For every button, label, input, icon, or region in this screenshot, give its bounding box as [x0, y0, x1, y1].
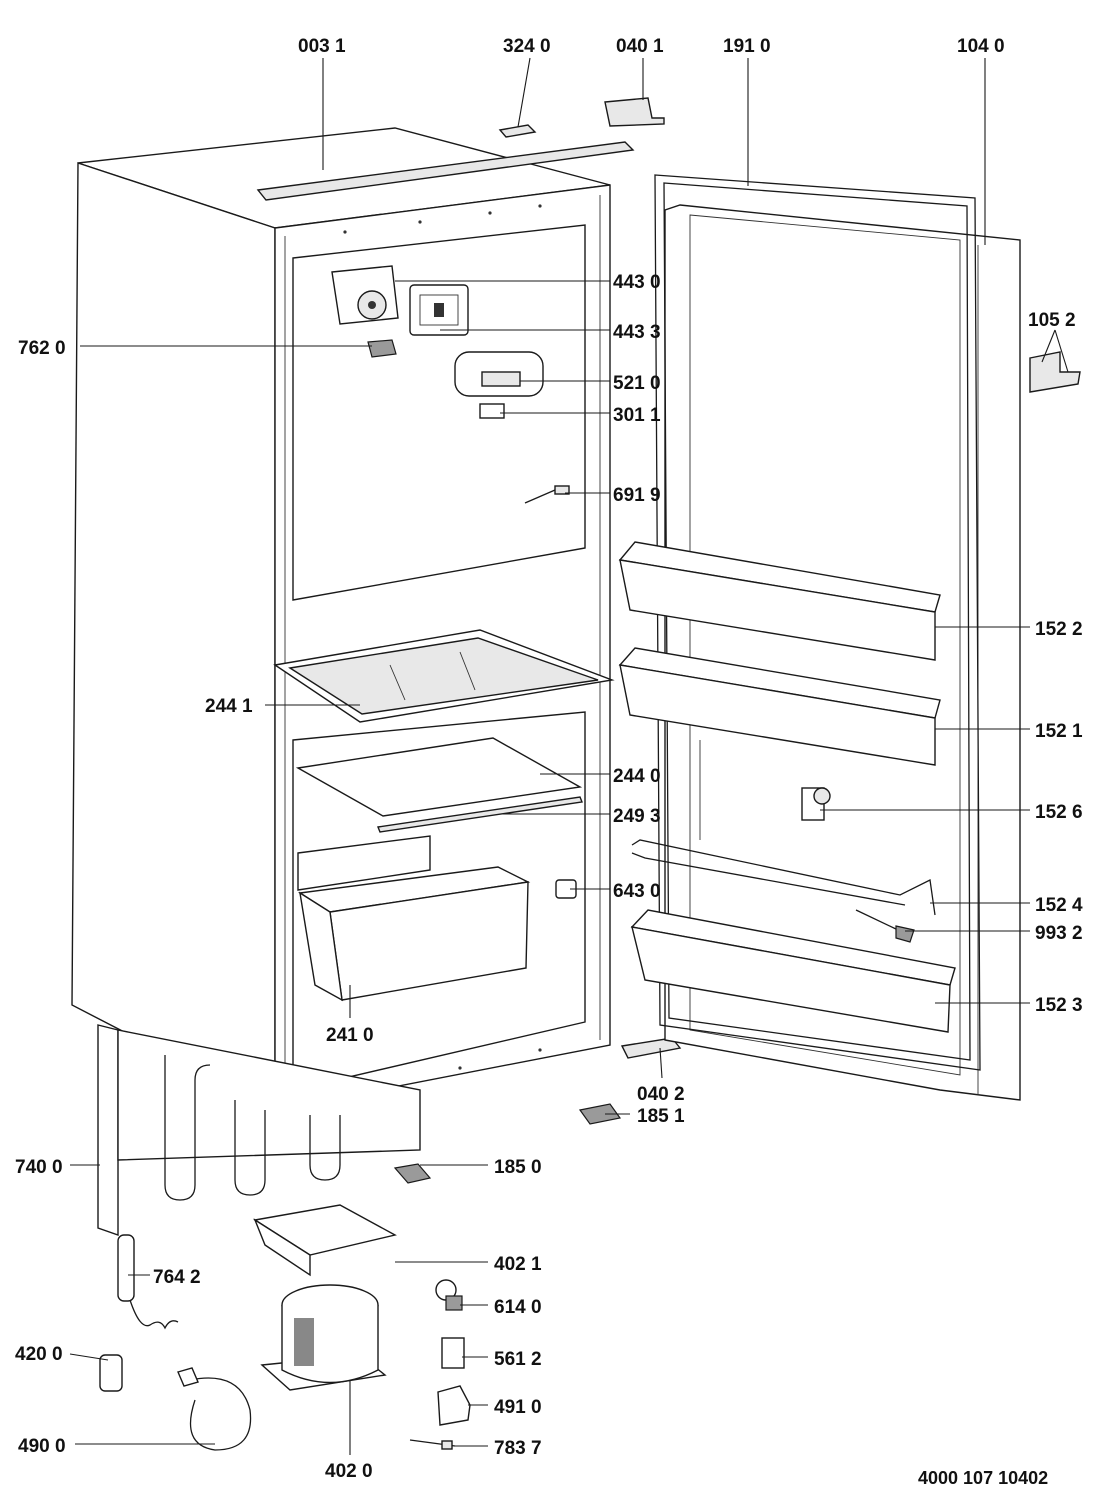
label-490-0: 490 0: [18, 1436, 66, 1457]
door-stop-993-2: [855, 909, 915, 943]
label-152-3: 152 3: [1035, 995, 1083, 1016]
compressor-tray-402-1: [253, 1204, 397, 1277]
leader-lines: [69, 57, 1069, 1455]
cover-491-0: [437, 1385, 471, 1426]
relay-614-0: [435, 1279, 463, 1311]
drawing-reference-number: 4000 107 10402: [918, 1468, 1048, 1488]
label-191-0: 191 0: [723, 36, 771, 57]
label-491-0: 491 0: [494, 1397, 542, 1418]
label-521-0: 521 0: [613, 373, 661, 394]
hinge-040-1: [604, 97, 665, 127]
fan-cover-443-3: [409, 284, 469, 336]
label-301-1: 301 1: [613, 405, 661, 426]
label-764-2: 764 2: [153, 1267, 201, 1288]
label-185-1: 185 1: [637, 1106, 685, 1127]
label-783-7: 783 7: [494, 1438, 542, 1459]
label-324-0: 324 0: [503, 36, 551, 57]
hinge-040-2: [620, 1037, 682, 1059]
label-040-2: 040 2: [637, 1084, 685, 1105]
label-249-3: 249 3: [613, 806, 661, 827]
label-152-6: 152 6: [1035, 802, 1083, 823]
shelf-244-1: [273, 629, 615, 723]
door-bin-152-3: [630, 909, 956, 1033]
glass-plate-244-0: [295, 737, 583, 817]
label-152-1: 152 1: [1035, 721, 1083, 742]
label-740-0: 740 0: [15, 1157, 63, 1178]
fan-unit-443-0: [331, 265, 399, 325]
control-panel-521-0: [454, 351, 544, 397]
label-105-2: 105 2: [1028, 310, 1076, 331]
condenser-740-0: [97, 1024, 421, 1236]
label-040-1: 040 1: [616, 36, 664, 57]
label-241-0: 241 0: [326, 1025, 374, 1046]
label-003-1: 003 1: [298, 36, 346, 57]
drain-plate-185-1: [578, 1103, 622, 1125]
door-104-0: [664, 204, 1021, 1101]
label-561-2: 561 2: [494, 1349, 542, 1370]
filter-762-0: [367, 339, 397, 358]
bottle-retainer-152-4: [631, 839, 936, 916]
power-cord-490-0: [177, 1367, 252, 1451]
label-244-0: 244 0: [613, 766, 661, 787]
part-labels: 003 1 324 0 040 1 191 0 104 0 443 0 443 …: [15, 36, 1083, 1488]
label-443-0: 443 0: [613, 272, 661, 293]
dryer-764-2: [117, 1234, 179, 1330]
egg-holder-152-6: [801, 787, 831, 821]
door-bin-152-2: [618, 541, 941, 661]
door-bin-152-1: [618, 647, 941, 766]
drain-pan-185-0: [393, 1163, 432, 1184]
pin-783-7: [409, 1439, 456, 1450]
sensor-691-9: [524, 485, 570, 504]
label-420-0: 420 0: [15, 1344, 63, 1365]
label-993-2: 993 2: [1035, 923, 1083, 944]
label-691-9: 691 9: [613, 485, 661, 506]
trim-strip-249-3: [377, 796, 583, 833]
compressor-402-0: [260, 1284, 387, 1391]
label-402-1: 402 1: [494, 1254, 542, 1275]
label-152-2: 152 2: [1035, 619, 1083, 640]
label-plate-301-1: [479, 403, 505, 419]
door-gasket-191-0: [654, 174, 981, 1071]
overload-561-2: [441, 1337, 465, 1369]
crisper-drawer-241-0: [297, 835, 531, 1002]
label-402-0: 402 0: [325, 1461, 373, 1482]
label-244-1: 244 1: [205, 696, 253, 717]
label-152-4: 152 4: [1035, 895, 1083, 916]
label-104-0: 104 0: [957, 36, 1005, 57]
capacitor-420-0: [99, 1354, 123, 1392]
label-614-0: 614 0: [494, 1297, 542, 1318]
label-643-0: 643 0: [613, 881, 661, 902]
hinge-105-2: [1029, 351, 1081, 393]
label-762-0: 762 0: [18, 338, 66, 359]
label-443-3: 443 3: [613, 322, 661, 343]
label-185-0: 185 0: [494, 1157, 542, 1178]
